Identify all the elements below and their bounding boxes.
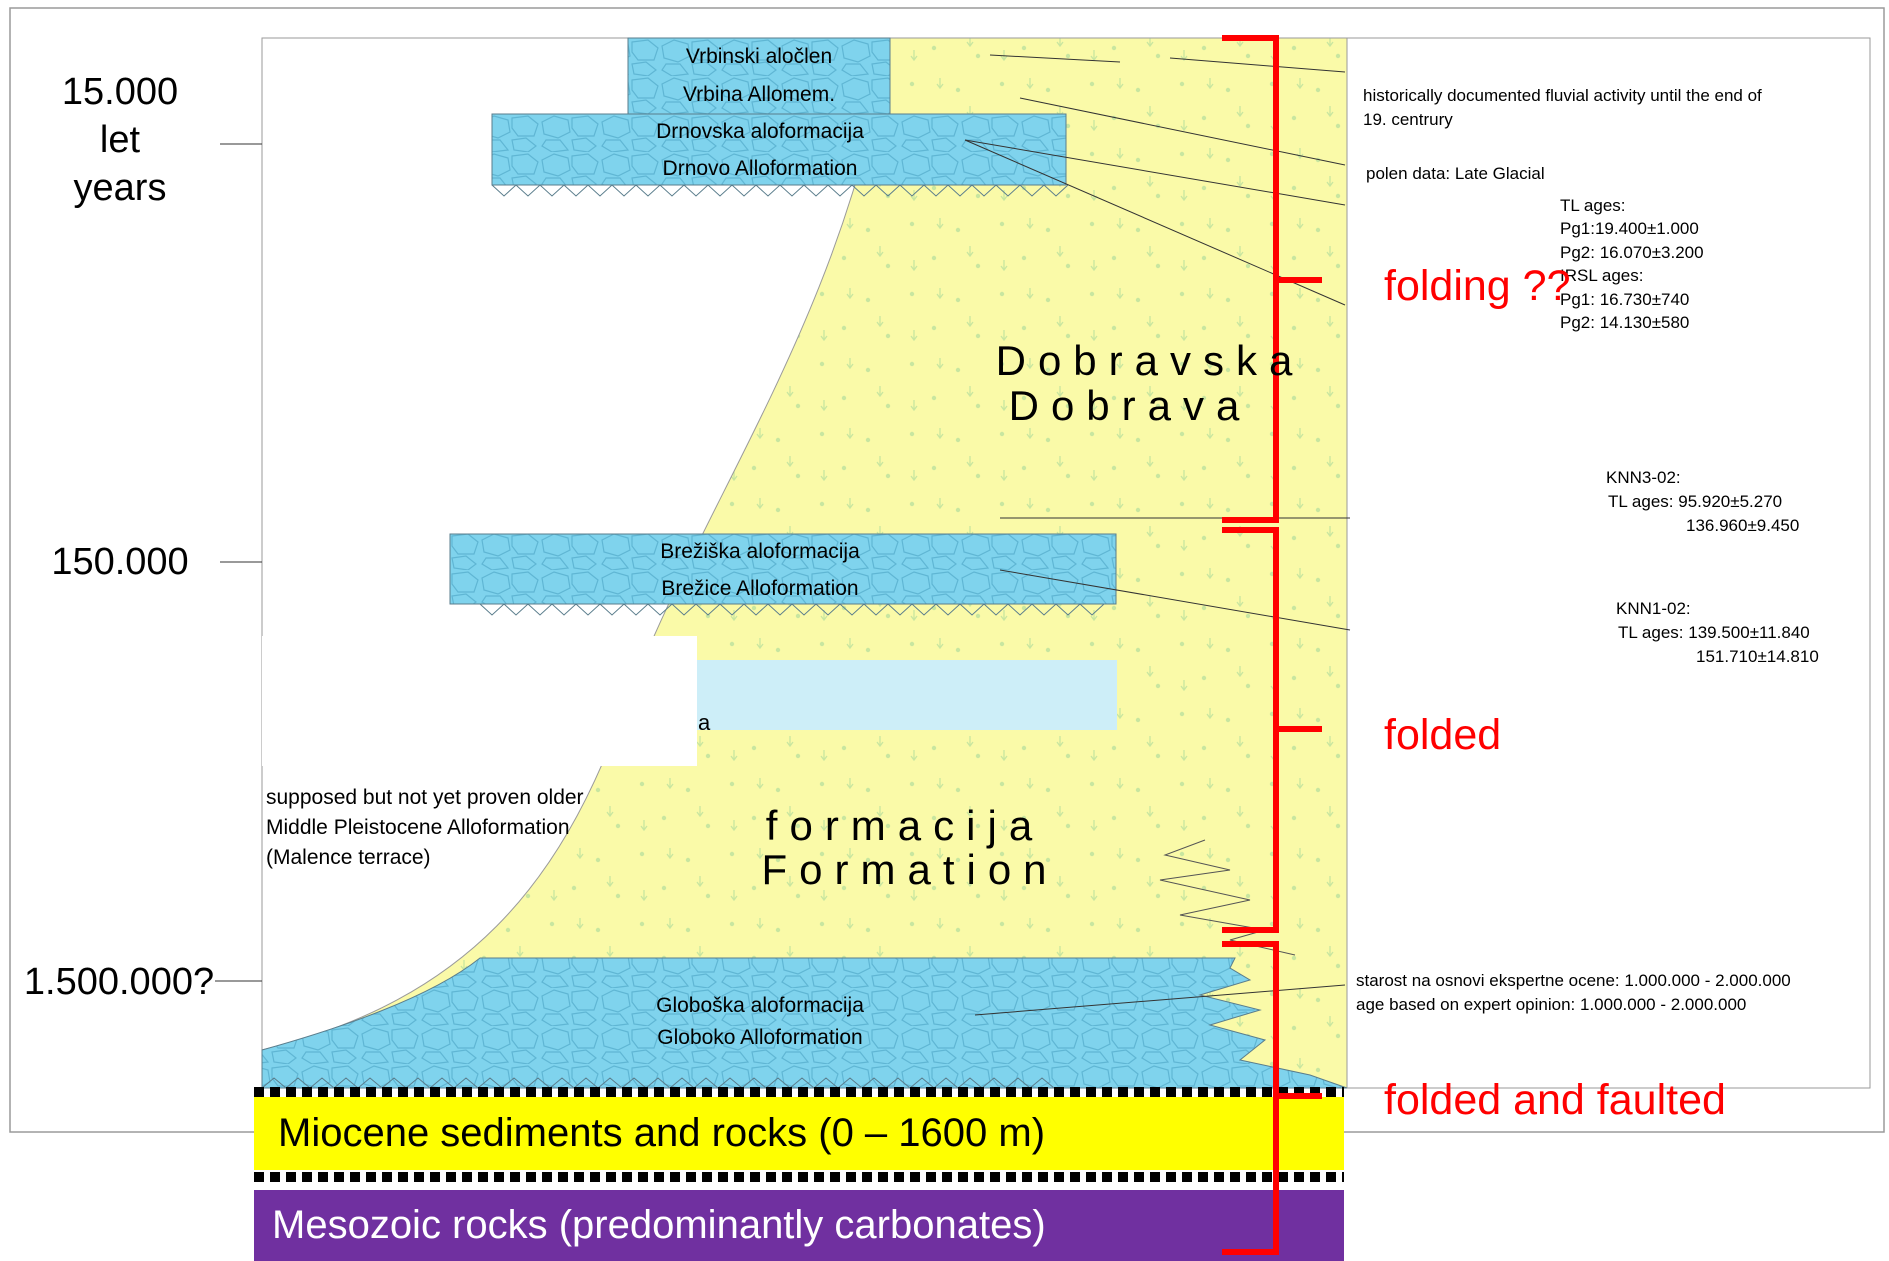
folded-label: folded bbox=[1384, 711, 1502, 759]
age-unit-sl: let bbox=[99, 119, 141, 161]
tl-ages-0: TL ages: bbox=[1560, 196, 1626, 215]
formacija-label-sl: formacija bbox=[765, 802, 1045, 849]
age-1500000: 1.500.000? bbox=[23, 961, 215, 1003]
vrbina-label-sl: Vrbinski aločlen bbox=[685, 45, 833, 68]
brezice-label-sl: Brežiška aloformacija bbox=[660, 540, 860, 563]
tl-ages-1: Pg1:19.400±1.000 bbox=[1560, 219, 1699, 238]
formacija-label-en: Formation bbox=[761, 846, 1059, 893]
tl-ages-5: Pg2: 14.130±580 bbox=[1560, 313, 1690, 332]
globoko-label-en: Globoko Alloformation bbox=[657, 1026, 863, 1049]
mesozoic-band-label: Mesozoic rocks (predominantly carbonates… bbox=[272, 1203, 1046, 1247]
supposed-line1: supposed but not yet proven older bbox=[266, 786, 584, 809]
knn1-0: KNN1-02: bbox=[1616, 599, 1691, 618]
dobrava-label-en: Dobrava bbox=[1008, 382, 1252, 429]
knn3-2: 136.960±9.450 bbox=[1686, 516, 1800, 535]
miocene-band-label: Miocene sediments and rocks (0 – 1600 m) bbox=[278, 1111, 1046, 1155]
knn1-2: 151.710±14.810 bbox=[1696, 647, 1819, 666]
globoko-label-sl: Globoška aloformacija bbox=[656, 994, 864, 1017]
fluvial-note-line1: historically documented fluvial activity… bbox=[1363, 86, 1762, 105]
partial-letter: a bbox=[698, 710, 711, 735]
fluvial-note-line2: 19. centrury bbox=[1363, 110, 1453, 129]
supposed-line3: (Malence terrace) bbox=[266, 846, 431, 869]
expert-note-en: age based on expert opinion: 1.000.000 -… bbox=[1356, 995, 1747, 1014]
age-unit-en: years bbox=[73, 167, 167, 209]
drnovo-label-sl: Drnovska aloformacija bbox=[656, 120, 864, 143]
brezice-label-en: Brežice Alloformation bbox=[661, 577, 859, 600]
vrbina-label-en: Vrbina Allomem. bbox=[682, 83, 836, 106]
supposed-line2: Middle Pleistocene Alloformation bbox=[266, 816, 570, 839]
age-150000: 150.000 bbox=[51, 541, 189, 583]
folded-faulted-label: folded and faulted bbox=[1384, 1076, 1726, 1124]
polen-note: polen data: Late Glacial bbox=[1366, 164, 1545, 183]
tl-ages-4: Pg1: 16.730±740 bbox=[1560, 290, 1690, 309]
folding-label: folding ?? bbox=[1384, 262, 1571, 310]
expert-note-sl: starost na osnovi ekspertne ocene: 1.000… bbox=[1356, 971, 1791, 990]
age-15000: 15.000 bbox=[61, 71, 179, 113]
tl-ages-2: Pg2: 16.070±3.200 bbox=[1560, 243, 1704, 262]
knn3-0: KNN3-02: bbox=[1606, 468, 1681, 487]
tl-ages-3: IRSL ages: bbox=[1560, 266, 1644, 285]
dobrava-label-sl: Dobravska bbox=[995, 337, 1305, 384]
knn1-1: TL ages: 139.500±11.840 bbox=[1618, 623, 1810, 642]
knn3-1: TL ages: 95.920±5.270 bbox=[1608, 492, 1783, 511]
drnovo-label-en: Drnovo Alloformation bbox=[662, 157, 858, 180]
